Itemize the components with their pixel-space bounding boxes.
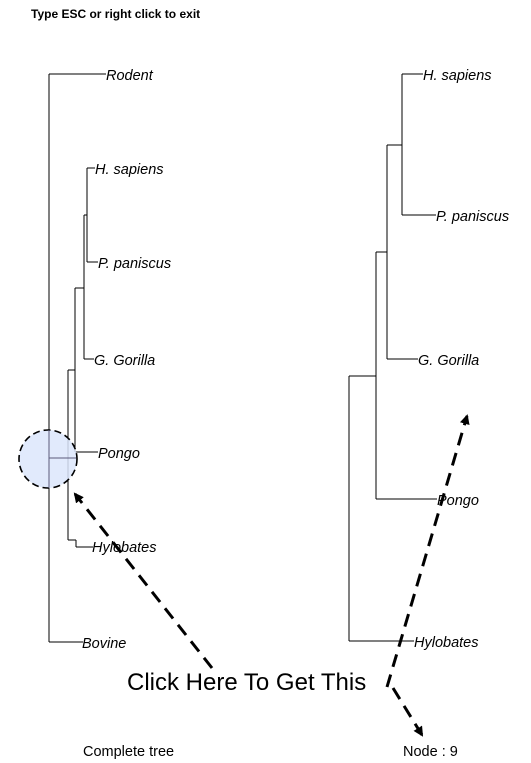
node-caption: Node : 9 <box>403 744 458 760</box>
leaf-hylobates: Hylobates <box>92 540 156 556</box>
complete-tree-caption: Complete tree <box>83 744 175 760</box>
leaf-bovine: Bovine <box>82 636 126 652</box>
leaf-p-paniscus: P. paniscus <box>98 256 171 272</box>
instruction-text: Click Here To Get This <box>127 669 367 696</box>
subtree-node-9 <box>348 73 437 642</box>
leaf-pongo: Pongo <box>98 446 140 462</box>
selection-circle-icon[interactable] <box>18 429 78 489</box>
subtree-leaf-pongo: Pongo <box>437 493 479 509</box>
subtree-leaf-g-gorilla: G. Gorilla <box>418 353 479 369</box>
exit-hint: Type ESC or right click to exit <box>31 7 201 21</box>
leaf-g-gorilla: G. Gorilla <box>94 353 155 369</box>
subtree-leaf-h-sapiens: H. sapiens <box>423 68 492 84</box>
dashed-arrow-icon <box>73 414 470 737</box>
leaf-rodent: Rodent <box>106 68 154 84</box>
subtree-leaf-hylobates: Hylobates <box>414 635 478 651</box>
subtree-leaf-p-paniscus: P. paniscus <box>436 209 509 225</box>
leaf-h-sapiens: H. sapiens <box>95 162 164 178</box>
